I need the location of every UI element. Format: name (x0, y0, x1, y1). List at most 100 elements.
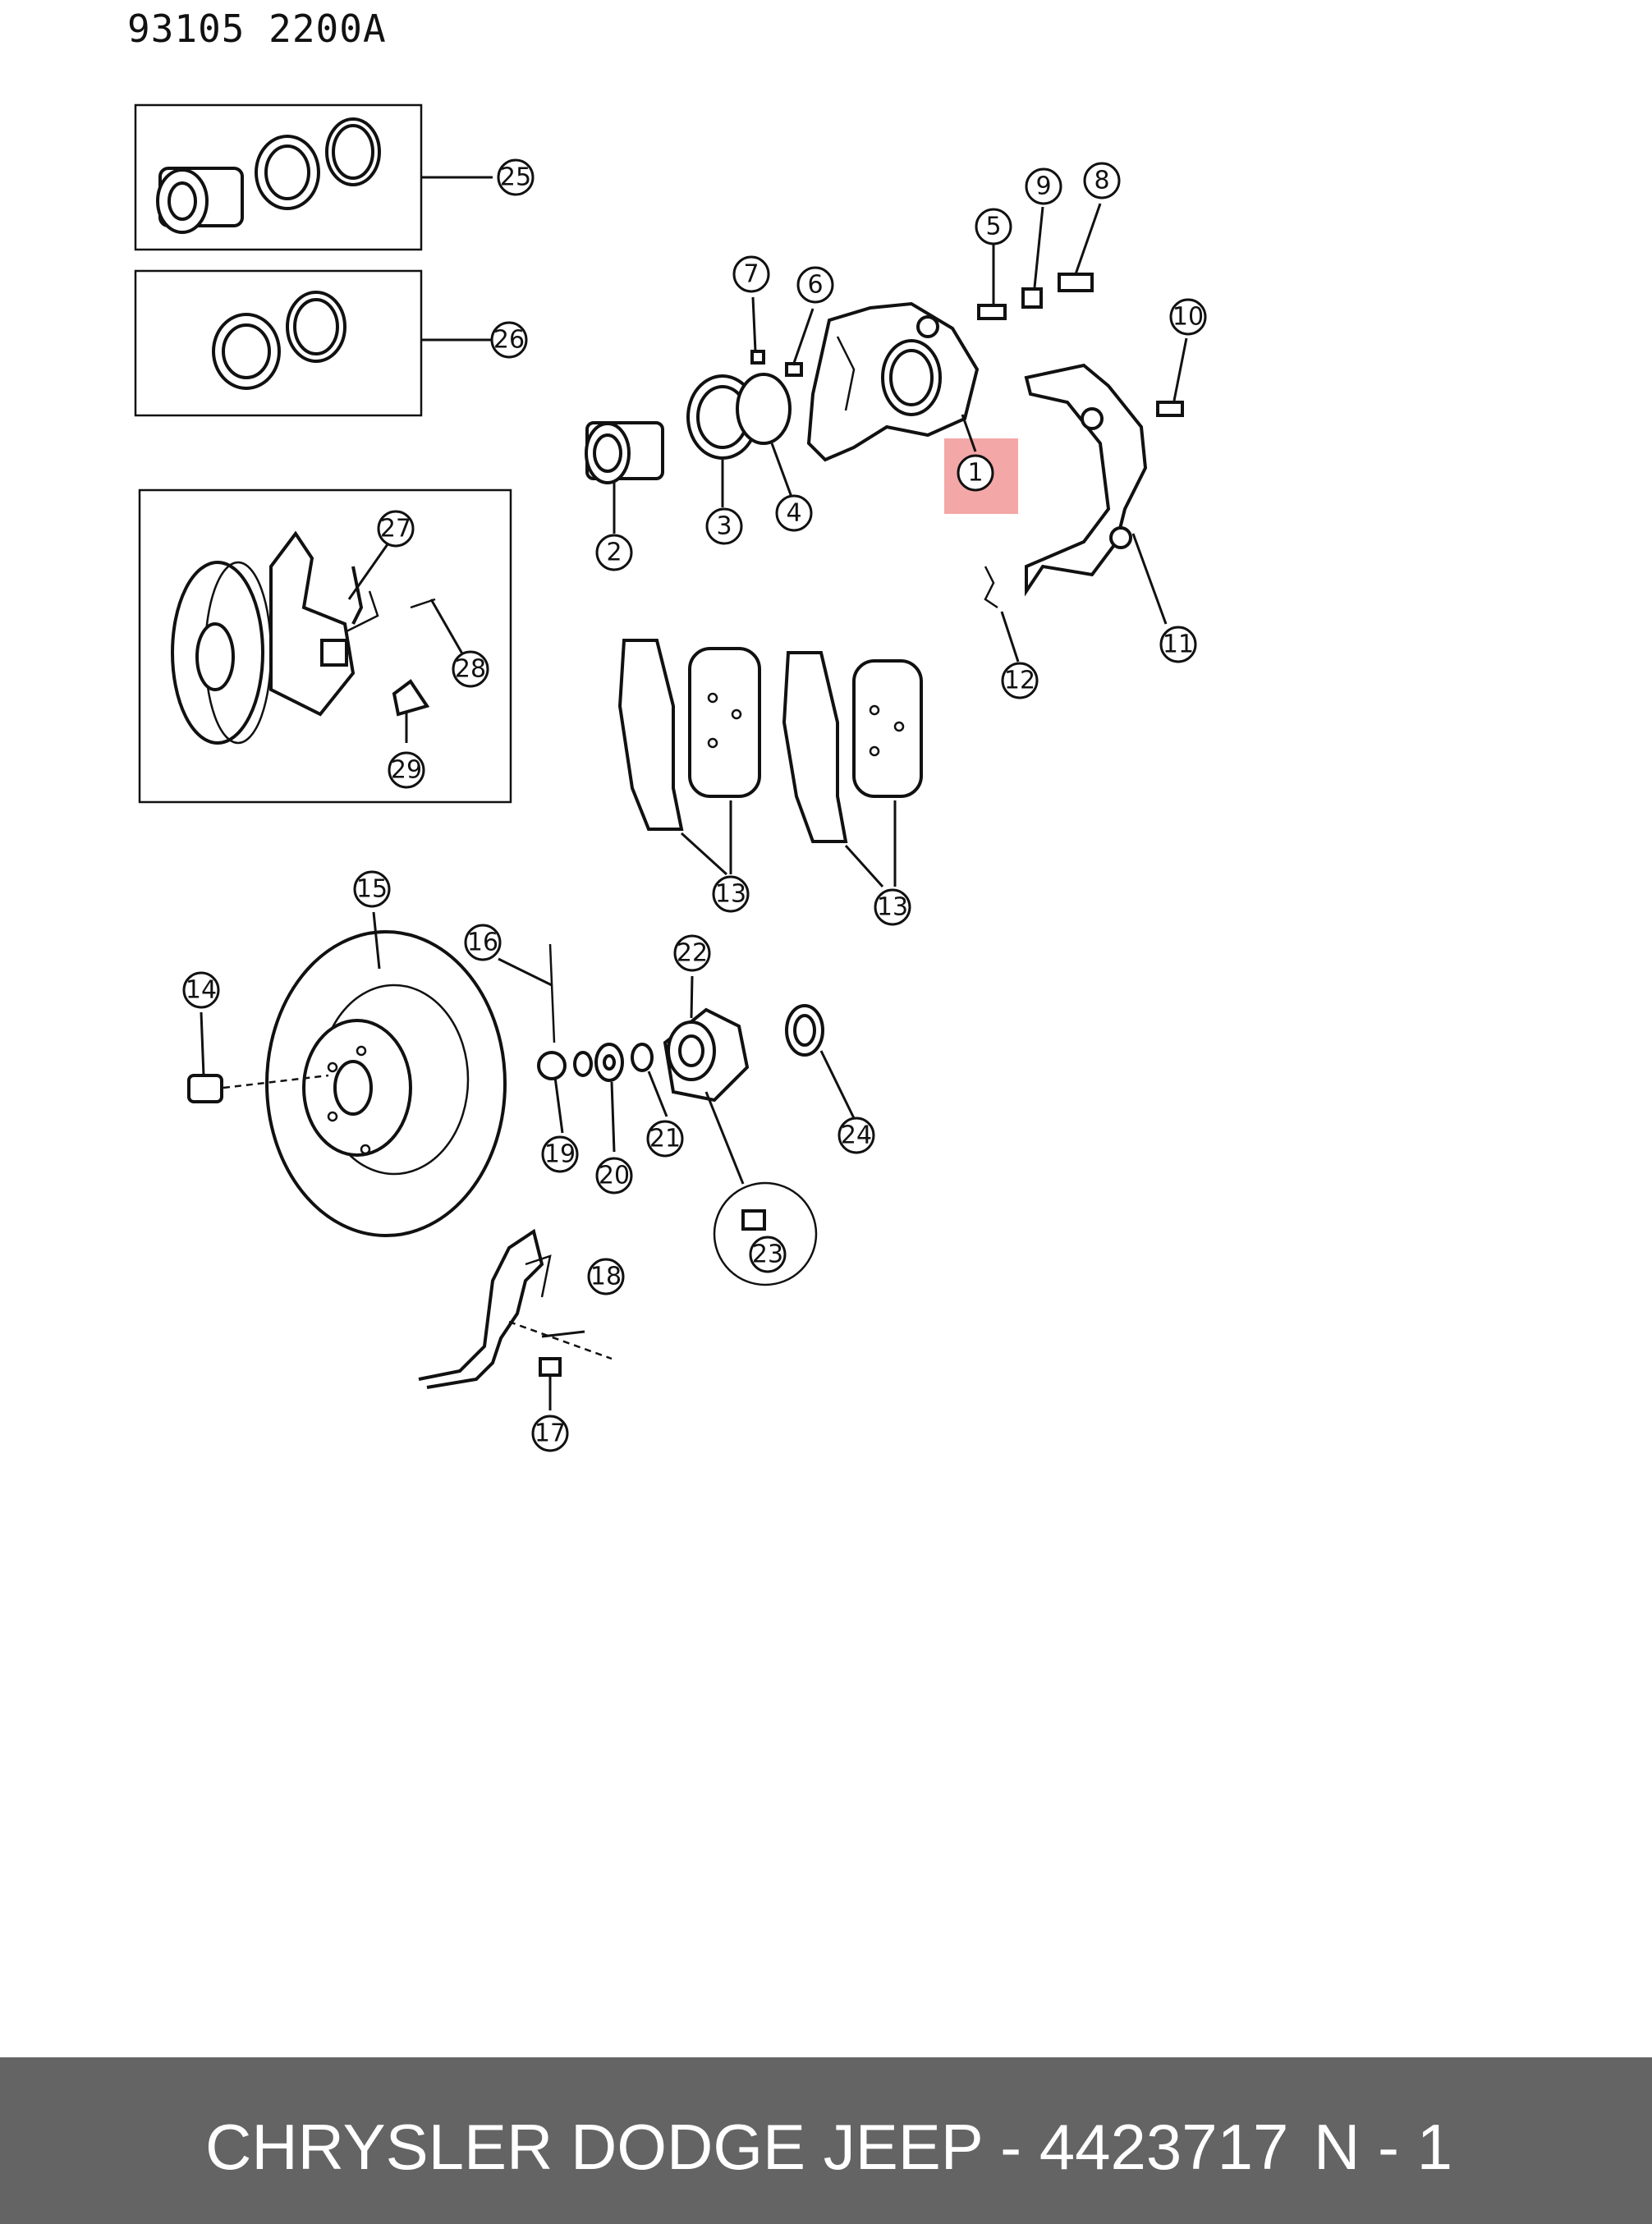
callout-23: 23 (749, 1236, 787, 1273)
callout-circle (490, 321, 528, 359)
callout-label: 5 (985, 213, 1001, 241)
callout-circle (497, 158, 535, 196)
callout-18: 18 (587, 1258, 625, 1295)
callout-circle (712, 875, 750, 913)
callout-circle (732, 255, 770, 293)
callout-1: 1 (957, 454, 994, 492)
brake-rotor (265, 930, 507, 1237)
callout-label: 20 (599, 1162, 630, 1190)
callout-circle (464, 924, 502, 961)
callout-circle (452, 650, 489, 688)
footer-title: CHRYSLER DODGE JEEP - 4423717 (205, 2111, 1289, 2183)
callout-circle (1083, 162, 1121, 199)
hub-bolt (741, 1209, 766, 1231)
diagram-code: 93105 2200A (127, 7, 387, 51)
callout-11: 11 (1159, 626, 1197, 663)
callout-label: 25 (500, 163, 531, 192)
callout-circle (646, 1120, 684, 1158)
callout-circle (1001, 662, 1039, 699)
callout-circle (957, 454, 994, 492)
callout-label: 9 (1035, 172, 1051, 201)
hub-parts (537, 943, 824, 1103)
callout-circle (975, 208, 1012, 245)
callout-4: 4 (775, 494, 813, 532)
callout-15: 15 (353, 870, 391, 908)
callout-9: 9 (1025, 167, 1062, 205)
caliper-adapter (1024, 363, 1184, 597)
callout-label: 24 (841, 1121, 872, 1150)
callout-label: 22 (677, 939, 708, 968)
callout-label: 14 (186, 976, 217, 1005)
callout-19: 19 (541, 1135, 579, 1173)
callout-6: 6 (796, 266, 834, 304)
callout-circle (353, 870, 391, 908)
callout-label: 23 (752, 1240, 783, 1269)
callout-circle (673, 934, 711, 972)
lug-nut (187, 1074, 223, 1103)
callout-circle (874, 888, 911, 926)
callout-label: 12 (1004, 667, 1035, 695)
callout-8: 8 (1083, 162, 1121, 199)
callout-circle (388, 751, 425, 789)
callout-17: 17 (531, 1415, 569, 1452)
callout-16: 16 (464, 924, 502, 961)
callout-circle (1025, 167, 1062, 205)
callout-circle (377, 510, 415, 548)
callout-13: 13 (712, 875, 750, 913)
callout-circle (182, 971, 220, 1009)
leader-lines (200, 176, 1188, 1410)
abs-sensor (418, 1228, 613, 1389)
callout-label: 3 (716, 512, 732, 541)
callout-7: 7 (732, 255, 770, 293)
footer-page: N - 1 (1314, 2111, 1453, 2183)
exploded-parts-diagram: 1234567891011121313141516171819202122232… (134, 103, 1207, 1452)
callout-12: 12 (1001, 662, 1039, 699)
callout-label: 28 (455, 655, 486, 684)
callout-3: 3 (705, 507, 743, 545)
callout-circle (595, 1157, 633, 1195)
callout-circle (541, 1135, 579, 1173)
callout-label: 4 (786, 499, 801, 528)
callout-label: 13 (877, 893, 908, 922)
callout-27: 27 (377, 510, 415, 548)
callout-circle (531, 1415, 569, 1452)
callout-5: 5 (975, 208, 1012, 245)
piston-and-seals (585, 373, 792, 484)
callout-label: 6 (807, 271, 823, 300)
callout-21: 21 (646, 1120, 684, 1158)
callout-label: 16 (467, 929, 498, 957)
guide-pin-parts (977, 273, 1094, 320)
callout-28: 28 (452, 650, 489, 688)
kit-26-parts (212, 291, 346, 390)
callout-circle (775, 494, 813, 532)
callout-label: 18 (590, 1263, 622, 1291)
callout-circle (705, 507, 743, 545)
kit-box-26 (134, 269, 423, 417)
callout-29: 29 (388, 751, 425, 789)
callout-2: 2 (595, 534, 633, 571)
callout-label: 19 (544, 1140, 576, 1169)
callout-25: 25 (497, 158, 535, 196)
caliper-housing (806, 301, 980, 462)
callout-circle (837, 1117, 875, 1154)
callout-circle (749, 1236, 787, 1273)
callout-20: 20 (595, 1157, 633, 1195)
callout-label: 27 (380, 515, 411, 543)
callout-label: 8 (1094, 167, 1109, 195)
footer-bar (0, 2057, 1652, 2224)
bolt-inset (713, 1181, 818, 1286)
callout-label: 29 (391, 756, 422, 785)
callout-label: 2 (606, 539, 622, 567)
callout-label: 15 (356, 875, 388, 904)
callout-circle (595, 534, 633, 571)
callout-circle (1159, 626, 1197, 663)
brake-pads-inner (617, 639, 761, 831)
callout-10: 10 (1169, 298, 1207, 336)
callout-label: 10 (1172, 303, 1204, 332)
callout-label: 11 (1163, 631, 1194, 659)
callout-label: 26 (493, 326, 525, 355)
spring-clip (984, 566, 998, 609)
callout-label: 13 (715, 880, 746, 909)
inset-box-steering (138, 488, 512, 804)
